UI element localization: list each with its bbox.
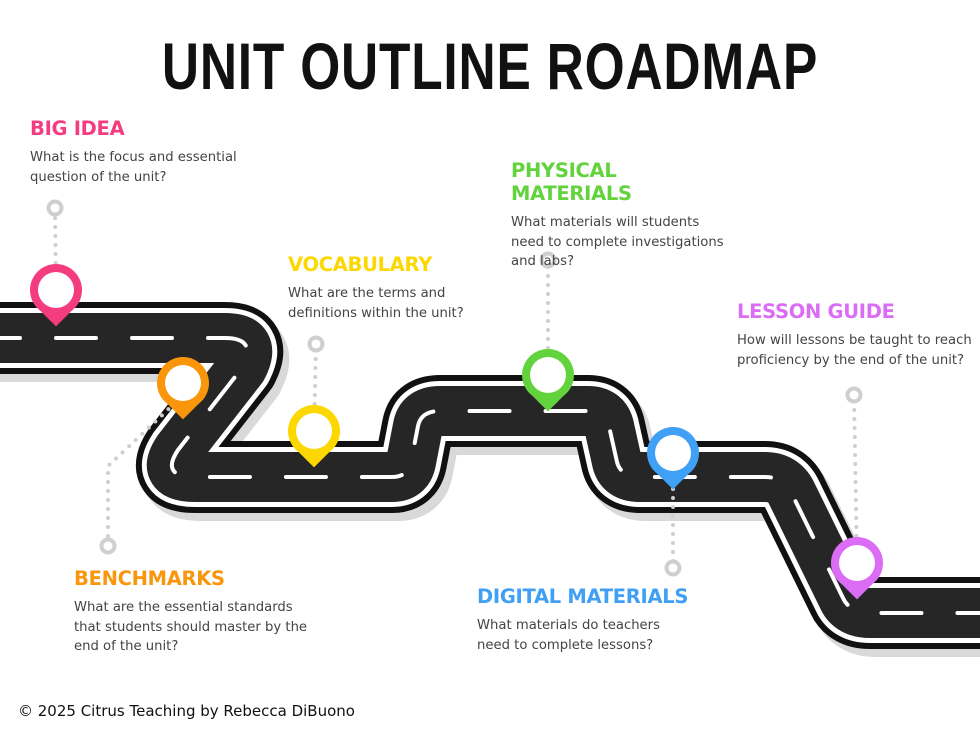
stage-description: What materials will students need to com… [511,215,724,269]
stage-description: What are the terms and definitions withi… [288,286,464,321]
pin-physical-materials [522,251,574,412]
connector-end-ring-icon [307,335,325,353]
connector-end-ring-icon [664,559,682,577]
pin-big-idea [30,199,82,327]
stage-lesson-guide: LESSON GUIDE How will lessons be taught … [737,300,977,370]
stage-digital-materials: DIGITAL MATERIALS What materials do teac… [477,585,692,655]
stage-heading: DIGITAL MATERIALS [477,585,689,608]
stage-heading: PHYSICAL MATERIALS [511,159,632,205]
pin-center [38,272,74,308]
stage-description: What is the focus and essential question… [30,150,237,185]
connector-end-ring-icon [46,199,64,217]
dotted-connector [106,401,177,548]
pin-center [296,413,332,449]
dotted-connector [852,393,859,565]
stage-heading: BENCHMARKS [74,567,225,590]
pin-center [839,545,875,581]
stage-big-idea: BIG IDEA What is the focus and essential… [30,117,270,187]
stage-physical-materials: PHYSICAL MATERIALS What materials will s… [511,159,726,272]
pin-center [655,435,691,471]
pin-center [165,365,201,401]
stage-heading: BIG IDEA [30,117,125,140]
connector-end-ring-icon [845,386,863,404]
stage-benchmarks: BENCHMARKS What are the essential standa… [74,567,309,657]
copyright-footer: © 2025 Citrus Teaching by Rebecca DiBuon… [18,702,355,720]
connector-end-ring-icon [539,251,557,269]
road-lane-dashes [0,336,980,615]
stage-description: How will lessons be taught to reach prof… [737,333,972,368]
connector-end-ring-icon [99,537,117,555]
pin-digital-materials [647,427,699,577]
pin-vocabulary [288,335,340,468]
stage-heading: LESSON GUIDE [737,300,895,323]
pin-lesson-guide [831,386,883,600]
page-title: UNIT OUTLINE ROADMAP [161,29,819,103]
stage-description: What materials do teachers need to compl… [477,618,660,653]
dotted-connector [312,342,318,433]
pin-benchmarks [99,357,209,555]
pin-center [530,357,566,393]
stage-description: What are the essential standards that st… [74,600,308,654]
stage-vocabulary: VOCABULARY What are the terms and defini… [288,253,488,323]
stage-heading: VOCABULARY [288,253,433,276]
